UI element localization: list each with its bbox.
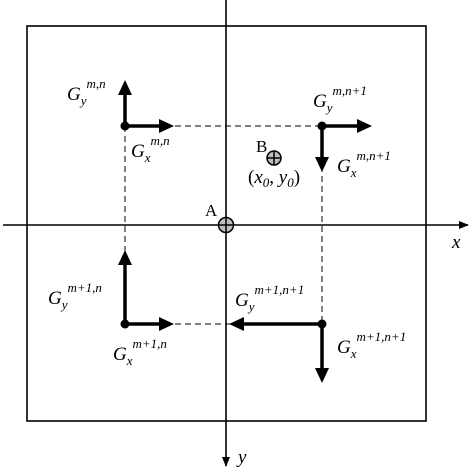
- point-b-label: B: [256, 137, 267, 156]
- label-gy-top-left: Gym,n: [67, 76, 106, 108]
- label-gy-top-right: Gym,n+1: [313, 83, 367, 115]
- label-gx-bottom-right: Gxm+1,n+1: [337, 329, 406, 361]
- node-bottom-left: [120, 319, 130, 329]
- point-a-label: A: [205, 201, 218, 220]
- y-axis-label: y: [236, 447, 247, 468]
- node-top-left: [120, 121, 130, 131]
- node-bottom-right: [317, 319, 327, 329]
- label-gx-bottom-left: Gxm+1,n: [113, 336, 167, 368]
- point-a-marker: [217, 216, 235, 234]
- label-gx-top-left: Gxm,n: [131, 133, 170, 165]
- point-b-coordinates: (x0, y0): [248, 167, 300, 190]
- x-axis-label: x: [451, 232, 461, 253]
- label-gy-bottom-right: Gym+1,n+1: [235, 282, 304, 314]
- label-gx-top-right: Gxm,n+1: [337, 148, 391, 180]
- point-b-marker: [266, 150, 282, 166]
- gradient-arrows: [118, 80, 372, 383]
- node-top-right: [317, 121, 327, 131]
- label-gy-bottom-left: Gym+1,n: [48, 280, 102, 312]
